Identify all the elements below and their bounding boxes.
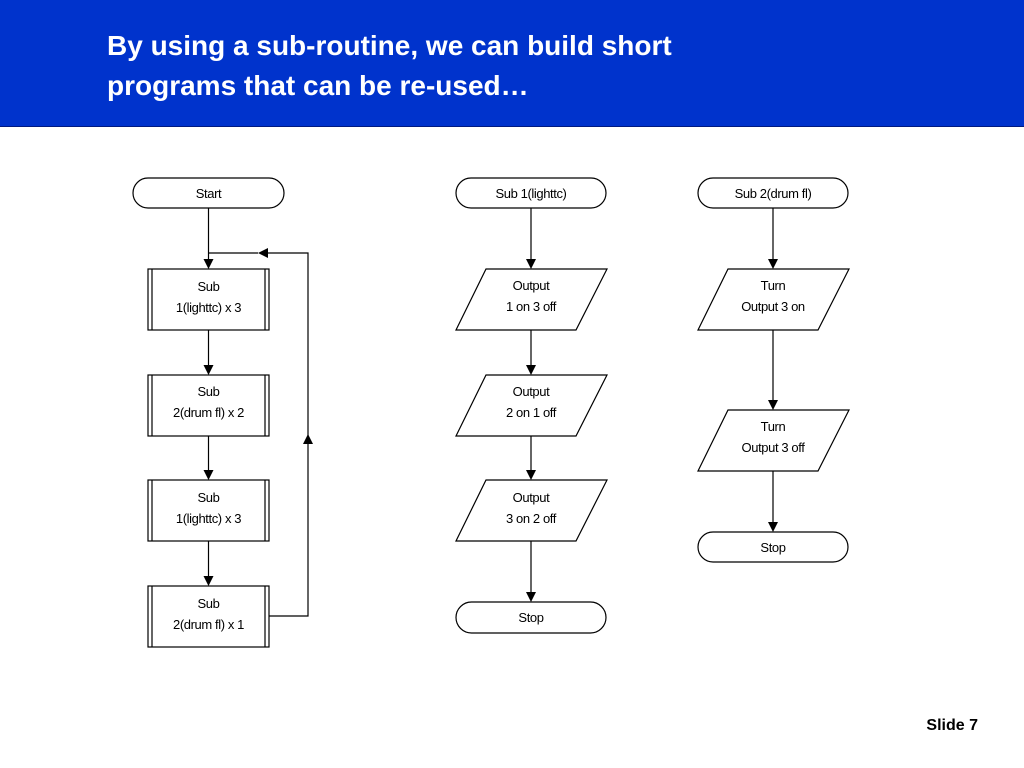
main-step-2-line-2: 2(drum fl) x 2: [173, 405, 244, 420]
main-step-4-line-1: Sub: [198, 596, 220, 611]
sub1-output-parallelogram: [455, 479, 608, 542]
title-line-1: By using a sub-routine, we can build sho…: [107, 30, 672, 61]
sub2-output-parallelogram: [697, 268, 850, 331]
loop-up-arrowhead: [303, 434, 313, 444]
main-subroutine-box: Sub 1(lighttc) x 3: [147, 479, 270, 542]
arrowhead: [203, 470, 214, 480]
sub2-stop-terminal: [697, 531, 849, 563]
arrowhead: [526, 365, 536, 375]
sub2-step-2-line-2: Output 3 off: [742, 440, 806, 455]
main-loop-connector: [265, 252, 309, 617]
main-subroutine-box: Sub 2(drum fl) x 2: [147, 374, 270, 437]
sub1-step-3-line-2: 3 on 2 off: [506, 511, 557, 526]
loop-left-arrowhead: [258, 248, 268, 258]
sub1-stop-label: Stop: [518, 610, 543, 625]
arrowhead: [768, 400, 778, 410]
sub1-step-2-line-1: Output: [513, 384, 550, 399]
slide-number: Slide 7: [926, 717, 978, 734]
main-start-label: Start: [196, 186, 222, 201]
arrowhead: [203, 576, 214, 586]
sub2-output-parallelogram: [697, 409, 850, 472]
sub2-step-1-line-2: Output 3 on: [741, 299, 805, 314]
sub1-step-3-line-1: Output: [513, 490, 550, 505]
main-step-3-line-1: Sub: [198, 490, 220, 505]
sub1-step-1-line-2: 1 on 3 off: [506, 299, 557, 314]
title-bar: By using a sub-routine, we can build sho…: [0, 0, 1024, 127]
sub1-flowchart: Sub 1(lighttc) Output 1 on 3 off Output …: [455, 177, 608, 634]
sub1-step-1-line-1: Output: [513, 278, 550, 293]
main-step-3-line-2: 1(lighttc) x 3: [176, 511, 241, 526]
sub1-step-2-line-2: 2 on 1 off: [506, 405, 557, 420]
sub1-output-parallelogram: [455, 268, 608, 331]
sub1-output-parallelogram: [455, 374, 608, 437]
sub2-start-label: Sub 2(drum fl): [735, 186, 812, 201]
slide-title: By using a sub-routine, we can build sho…: [107, 26, 907, 106]
arrowhead: [768, 259, 778, 269]
title-line-2: programs that can be re-used…: [107, 70, 529, 101]
sub1-stop-terminal: [455, 601, 607, 634]
sub1-start-label: Sub 1(lighttc): [496, 186, 567, 201]
arrowhead: [526, 259, 536, 269]
arrowhead: [203, 365, 214, 375]
main-step-1-line-1: Sub: [198, 279, 220, 294]
sub2-flowchart: Sub 2(drum fl) Turn Output 3 on Turn Out…: [697, 177, 850, 563]
main-step-2-line-1: Sub: [198, 384, 220, 399]
main-step-4-line-2: 2(drum fl) x 1: [173, 617, 244, 632]
sub2-step-1-line-1: Turn: [761, 278, 786, 293]
main-subroutine-box: Sub 1(lighttc) x 3: [147, 268, 270, 331]
sub2-step-2-line-1: Turn: [761, 419, 786, 434]
sub2-stop-label: Stop: [760, 540, 785, 555]
main-flowchart: Start Sub 1(lighttc) x 3 Sub 2(drum fl) …: [132, 177, 313, 648]
arrowhead: [768, 522, 778, 532]
main-subroutine-box: Sub 2(drum fl) x 1: [147, 585, 270, 648]
main-step-1-line-2: 1(lighttc) x 3: [176, 300, 241, 315]
arrowhead: [203, 259, 214, 269]
arrowhead: [526, 592, 536, 602]
arrowhead: [526, 470, 536, 480]
